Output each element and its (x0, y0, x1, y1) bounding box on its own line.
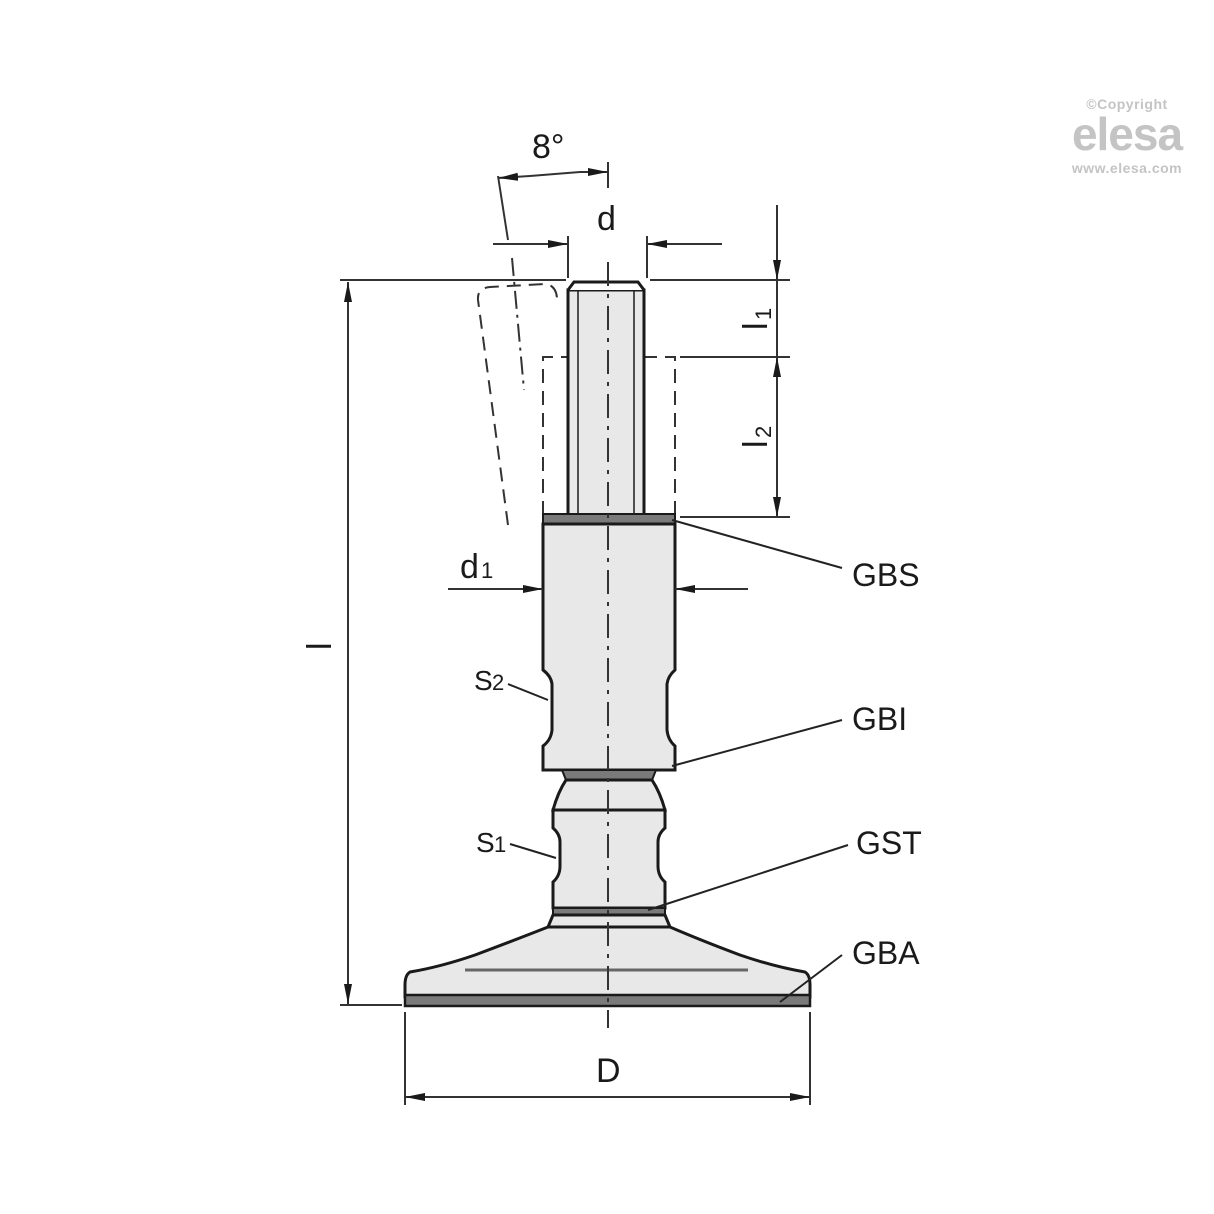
svg-text:1: 1 (481, 558, 493, 583)
tilted-stud-outline (476, 257, 558, 526)
callout-gbi: GBI (852, 701, 907, 737)
svg-text:S: S (474, 665, 493, 696)
brand-logo: elesa (1071, 108, 1183, 160)
svg-text:l: l (301, 642, 339, 650)
svg-text:d: d (460, 548, 479, 586)
svg-text:S: S (476, 827, 495, 858)
threaded-stud (566, 280, 646, 518)
D-label: D (596, 1052, 621, 1090)
svg-text:1: 1 (494, 832, 506, 857)
s2-label: S 2 (474, 665, 504, 696)
elesa-watermark: ©Copyright elesa www.elesa.com (1040, 96, 1214, 176)
website-url: www.elesa.com (1071, 160, 1183, 176)
copyright-text: ©Copyright (1086, 96, 1168, 112)
l1-label: l 1 (737, 308, 776, 330)
d1-label: d 1 (460, 548, 493, 586)
svg-text:2: 2 (492, 670, 504, 695)
callout-gba: GBA (852, 935, 920, 971)
callout-gst: GST (856, 825, 922, 861)
svg-text:l: l (737, 440, 775, 448)
l-label: l (301, 642, 339, 650)
angle-label: 8° (532, 128, 565, 166)
svg-text:1: 1 (751, 308, 776, 320)
s1-label: S 1 (476, 827, 506, 858)
leader-lines (507, 519, 849, 1003)
thread-engagement-zone (542, 356, 676, 515)
d-label: d (597, 200, 616, 238)
dimension-lines (340, 162, 811, 1105)
l2-label: l 2 (737, 426, 776, 448)
svg-text:2: 2 (751, 426, 776, 438)
upper-body (541, 513, 677, 772)
callout-gbs: GBS (852, 557, 920, 593)
svg-text:l: l (737, 322, 775, 330)
